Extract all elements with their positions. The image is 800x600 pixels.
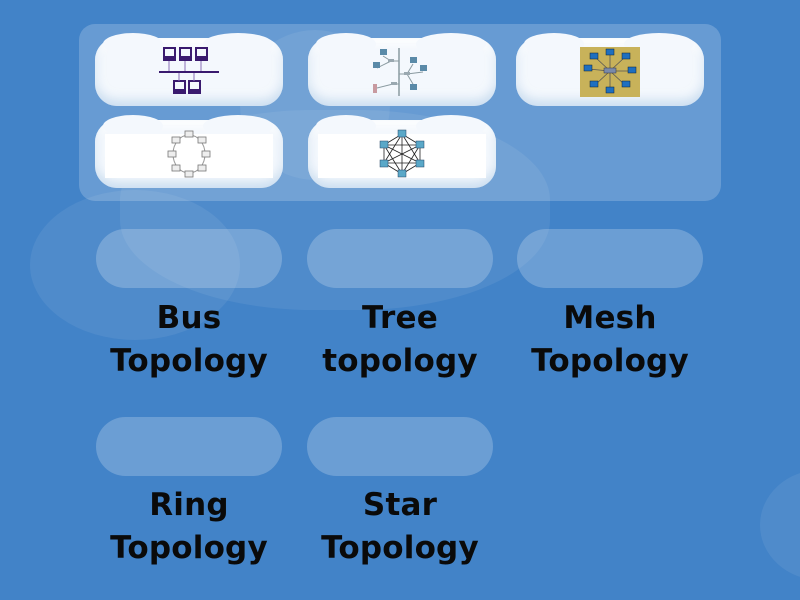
label-line: Topology bbox=[531, 343, 689, 379]
label-line: Mesh bbox=[563, 300, 657, 336]
draggable-tile-mesh[interactable] bbox=[308, 115, 496, 188]
target-label-tree: Tree topology bbox=[300, 297, 500, 383]
target-label-bus: Bus Topology bbox=[89, 297, 289, 383]
background-cloud bbox=[30, 190, 240, 340]
target-label-mesh: Mesh Topology bbox=[510, 297, 710, 383]
draggable-tile-tree[interactable] bbox=[308, 33, 496, 106]
mesh-topology-diagram-icon bbox=[379, 129, 425, 178]
ring-topology-diagram-icon bbox=[167, 130, 211, 178]
label-line: Topology bbox=[110, 530, 268, 566]
draggable-tile-star[interactable] bbox=[516, 33, 704, 106]
label-line: topology bbox=[322, 343, 478, 379]
label-line: Star bbox=[362, 487, 438, 523]
drop-slot-tree[interactable] bbox=[307, 229, 493, 288]
tree-topology-diagram-icon bbox=[373, 48, 427, 96]
drop-slot-mesh[interactable] bbox=[517, 229, 703, 288]
background-cloud bbox=[760, 470, 800, 580]
draggable-tile-ring[interactable] bbox=[95, 115, 283, 188]
cloud-card bbox=[308, 33, 496, 106]
target-label-ring: Ring Topology bbox=[89, 484, 289, 570]
label-line: Bus bbox=[156, 300, 222, 336]
label-line: Topology bbox=[110, 343, 268, 379]
bus-topology-diagram-icon bbox=[159, 47, 219, 94]
label-line: Ring bbox=[149, 487, 229, 523]
drop-slot-ring[interactable] bbox=[96, 417, 282, 476]
draggable-tile-bus[interactable] bbox=[95, 33, 283, 106]
star-topology-diagram-icon bbox=[580, 47, 640, 97]
label-line: Tree bbox=[362, 300, 438, 336]
target-label-star: Star Topology bbox=[300, 484, 500, 570]
label-line: Topology bbox=[321, 530, 479, 566]
drop-slot-bus[interactable] bbox=[96, 229, 282, 288]
drop-slot-star[interactable] bbox=[307, 417, 493, 476]
